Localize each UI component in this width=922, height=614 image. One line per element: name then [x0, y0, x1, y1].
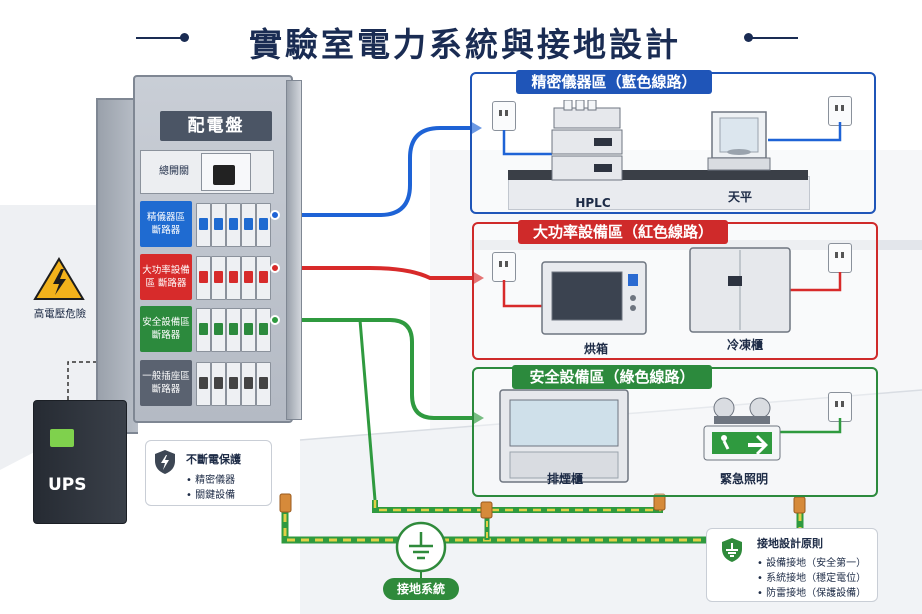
breaker[interactable] [256, 362, 271, 406]
grounding-principle-item: • 設備接地（安全第一） [757, 558, 867, 569]
zone-safety-label: 安全設備區（綠色線路） [512, 365, 712, 389]
emergency-light-icon [703, 397, 781, 461]
high-power-cords [502, 272, 842, 308]
green-terminal [270, 315, 280, 325]
panel-title: 配電盤 [160, 111, 272, 141]
breaker-row-general: 一般插座區 斷路器 [140, 360, 272, 406]
breaker-row-high-power: 大功率設備區 斷路器 [140, 254, 272, 300]
grounding-principle-item: • 系統接地（穩定電位） [757, 573, 867, 584]
breaker-row-safety: 安全設備區 斷路器 [140, 306, 272, 352]
breaker[interactable] [241, 256, 256, 300]
ground-symbol-icon [398, 524, 444, 570]
hplc-icon [551, 100, 623, 181]
breaker[interactable] [196, 362, 211, 406]
wall-outlet-icon [828, 96, 852, 126]
fume-hood-icon [499, 389, 629, 483]
balance-icon [707, 111, 771, 171]
device-label-balance: 天平 [727, 190, 752, 204]
breaker[interactable] [241, 362, 256, 406]
title-dot-right [744, 33, 753, 42]
zone-precision-label: 精密儀器區（藍色線路） [516, 70, 712, 94]
title-bar: 實驗室電力系統與接地設計 [0, 12, 922, 64]
precision-cords [502, 122, 842, 156]
breaker[interactable] [226, 308, 241, 352]
grounding-principles: 接地設計原則 • 設備接地（安全第一） • 系統接地（穩定電位） • 防雷接地（… [706, 528, 878, 602]
breaker[interactable] [196, 256, 211, 300]
ground-system-label: 接地系統 [383, 578, 459, 600]
panel-door [286, 80, 302, 420]
device-label-hplc: HPLC [575, 196, 611, 210]
lab-bench [508, 176, 810, 210]
breaker[interactable] [196, 308, 211, 352]
breaker[interactable] [226, 362, 241, 406]
breaker[interactable] [211, 362, 226, 406]
breaker[interactable] [226, 203, 241, 247]
breaker[interactable] [256, 308, 271, 352]
shield-icon [155, 450, 175, 474]
device-label-fume-hood: 排煙櫃 [546, 472, 583, 486]
ups-callout-item: • 關鍵設備 [186, 490, 236, 501]
warning-label: 高電壓危險 [33, 308, 87, 320]
device-label-freezer: 冷凍櫃 [726, 338, 763, 352]
breaker[interactable] [196, 203, 211, 247]
grounding-principles-title: 接地設計原則 [757, 537, 823, 550]
page-title: 實驗室電力系統與接地設計 [249, 25, 681, 64]
breaker-label-safety: 安全設備區 斷路器 [140, 306, 192, 352]
breaker[interactable] [241, 203, 256, 247]
high-voltage-warning-icon [33, 257, 85, 300]
title-rule-right [752, 37, 798, 39]
breaker[interactable] [211, 256, 226, 300]
breaker[interactable] [256, 256, 271, 300]
safety-cords [776, 418, 842, 434]
main-switch-handle[interactable] [213, 165, 235, 185]
breaker-label-general: 一般插座區 斷路器 [140, 360, 192, 406]
freezer-icon [689, 247, 791, 333]
breaker-label-precision: 精儀器區 斷路器 [140, 201, 192, 247]
breaker[interactable] [256, 203, 271, 247]
breaker[interactable] [211, 308, 226, 352]
main-switch-label: 總開關 [159, 166, 189, 177]
breaker-label-high-power: 大功率設備區 斷路器 [140, 254, 192, 300]
grounding-principle-item: • 防雷接地（保護設備） [757, 588, 867, 599]
ups-label: UPS [48, 475, 87, 495]
breaker[interactable] [241, 308, 256, 352]
zone-high-power-label: 大功率設備區（紅色線路） [518, 220, 728, 244]
breaker-row-precision: 精儀器區 斷路器 [140, 201, 272, 247]
title-rule-left [136, 37, 182, 39]
ups-callout-title: 不斷電保護 [186, 453, 241, 466]
oven-icon [541, 261, 647, 335]
main-switch[interactable]: 總開關 [140, 150, 274, 194]
ups-display [50, 429, 74, 447]
title-dot-left [180, 33, 189, 42]
breaker[interactable] [211, 203, 226, 247]
device-label-oven: 烘箱 [583, 342, 608, 356]
bench-top [508, 170, 808, 180]
ups-callout-item: • 精密儀器 [186, 475, 236, 486]
ups-callout: 不斷電保護 • 精密儀器 • 關鍵設備 [145, 440, 272, 506]
panel-side [96, 98, 138, 434]
red-terminal [270, 263, 280, 273]
ground-shield-icon [722, 538, 742, 562]
blue-terminal [270, 210, 280, 220]
device-label-emergency-light: 緊急照明 [719, 472, 768, 486]
wall-outlet-icon [828, 243, 852, 273]
breaker[interactable] [226, 256, 241, 300]
ups-unit: UPS [33, 400, 127, 524]
